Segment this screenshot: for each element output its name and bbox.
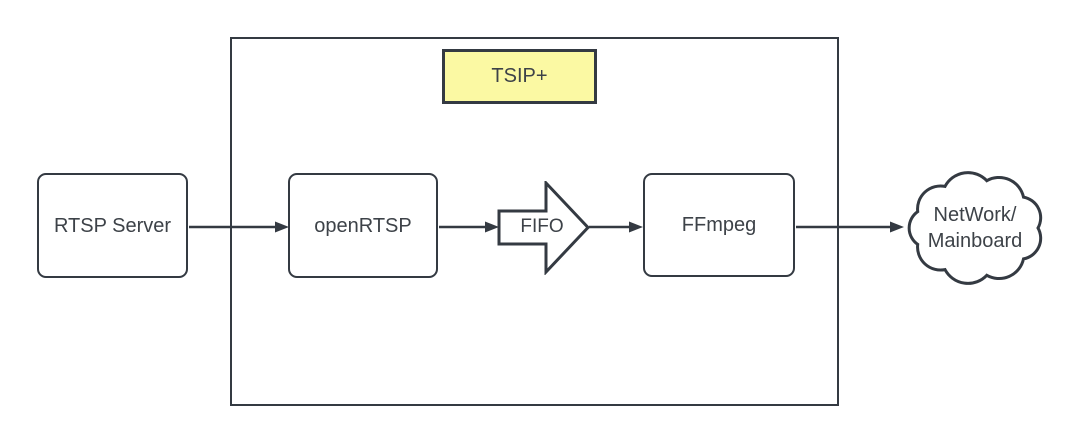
rtsp-server-node: RTSP Server	[37, 173, 188, 278]
ffmpeg-label: FFmpeg	[681, 214, 757, 236]
fifo-block-arrow-icon	[497, 181, 591, 275]
network-cloud-label: NetWork/ Mainboard	[927, 204, 1023, 252]
cloud-icon	[907, 171, 1043, 285]
openrtsp-node: openRTSP	[288, 173, 438, 278]
rtsp-server-label: RTSP Server	[53, 214, 172, 237]
openrtsp-label: openRTSP	[314, 214, 412, 237]
ffmpeg-node: FFmpeg	[643, 173, 795, 277]
fifo-arrow-shape	[497, 181, 591, 275]
arrowhead-icon	[890, 221, 904, 233]
tsip-label-box: TSIP+	[442, 49, 597, 104]
fifo-label: FIFO	[520, 216, 564, 237]
tsip-container-frame	[230, 37, 839, 406]
tsip-label: TSIP+	[491, 65, 548, 87]
network-cloud	[907, 171, 1043, 285]
